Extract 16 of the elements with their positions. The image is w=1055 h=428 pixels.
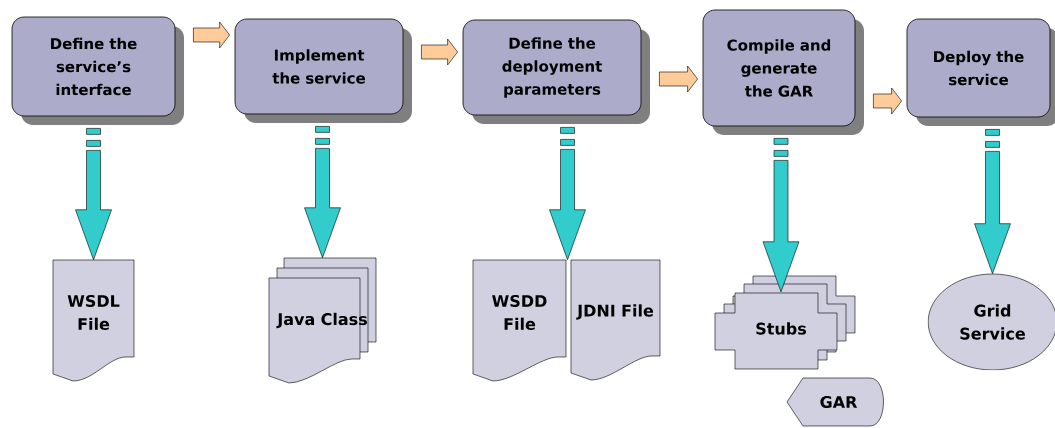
block-arrow <box>974 129 1011 274</box>
block-arrow <box>75 128 112 261</box>
process-box: Define the service’s interface <box>11 16 184 125</box>
block-arrow <box>304 126 341 259</box>
block-arrow <box>873 87 902 115</box>
block-arrow <box>659 65 698 93</box>
block-arrow <box>421 38 458 66</box>
block-arrow <box>193 21 230 49</box>
block-arrow <box>549 127 586 261</box>
process-box: Deploy the service <box>906 18 1055 126</box>
block-arrow <box>762 138 800 293</box>
process-box: Define the deployment parameters <box>462 19 650 124</box>
document-stack: Java Class <box>268 257 377 384</box>
process-box: Compile and generate the GAR <box>702 9 864 135</box>
process-box: Implement the service <box>234 18 412 123</box>
stacked-shapes: Stubs <box>714 275 856 370</box>
